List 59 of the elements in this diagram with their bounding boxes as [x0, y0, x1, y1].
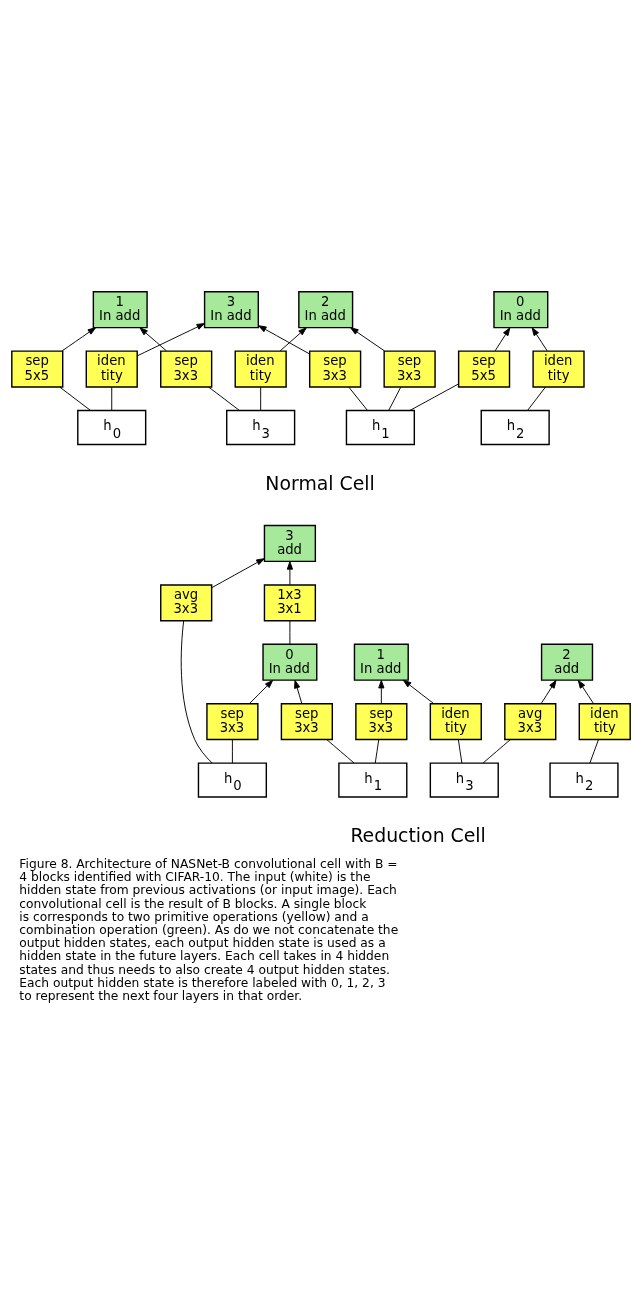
label: Normal Cell — [265, 472, 375, 494]
node-box: sep 3x3 — [355, 702, 408, 740]
node-box: sep 3x3 — [206, 702, 259, 740]
arrow — [136, 322, 206, 356]
node-box: avg 3x3 — [504, 702, 557, 740]
node-box: 2 In add — [298, 290, 354, 328]
connector — [348, 386, 368, 411]
node-box: 3 In add — [203, 290, 259, 328]
arrow — [211, 557, 265, 588]
arrow — [350, 326, 385, 351]
node-box: avg 3x3 — [160, 583, 213, 621]
node-box: sep 3x3 — [160, 349, 213, 388]
node-box: 0 In add — [493, 290, 549, 328]
connector — [111, 386, 113, 411]
node-box: iden tity — [429, 702, 482, 740]
arrow — [540, 679, 557, 704]
connector — [457, 738, 463, 764]
arrow — [249, 679, 274, 704]
arrow — [279, 326, 307, 351]
connector — [374, 738, 380, 764]
node-box: iden tity — [234, 349, 287, 388]
connector — [180, 619, 213, 763]
node-box: sep 5x5 — [11, 349, 64, 388]
node-box: iden tity — [85, 349, 138, 388]
node-box: 3 add — [263, 524, 317, 562]
arrow — [531, 326, 548, 351]
node-box: sep 3x3 — [280, 702, 333, 740]
node-box: 1 In add — [353, 643, 409, 681]
arrow — [577, 679, 594, 704]
arrow — [286, 560, 293, 585]
connector — [482, 738, 511, 764]
connector — [326, 738, 355, 764]
node-box: iden tity — [532, 349, 585, 388]
node-box: 0 In add — [262, 643, 318, 681]
node-box: 2 add — [540, 643, 594, 681]
arrow — [139, 326, 167, 351]
node-box: sep 3x3 — [383, 349, 436, 388]
node-box: iden tity — [578, 702, 631, 740]
node-box: sep 3x3 — [309, 349, 362, 388]
connector — [589, 738, 599, 764]
label: Reduction Cell — [350, 824, 486, 846]
connector — [59, 386, 92, 411]
connector — [260, 386, 262, 411]
node-box: 1 In add — [92, 290, 148, 328]
node-box: 1x3 3x1 — [263, 583, 317, 621]
connector — [527, 386, 546, 411]
arrow — [258, 324, 310, 354]
connector — [409, 383, 459, 411]
arrow — [294, 679, 303, 704]
caption: Figure 8. Architecture of NASNet-B convolutional cell with B = 4 blocks identified with CIFAR-10. The input (white) is the hidden state from previous activations (or input image). Each convolutional cell is the result of B blocks. A single block is corresponds to two primitive operations (yellow) and a combination operation (green). As do we not concatenate the output hidden states, each output hidden state is used as a hidden state in the future layers. Each cell takes in 4 hidden states and thus needs to also create 4 output hidden states. Each output hidden state is therefore labeled with 0, 1, 2, 3 to represent the next four layers in that order. — [19, 856, 399, 1003]
connector — [388, 386, 402, 411]
arrow — [494, 326, 511, 351]
arrow — [402, 679, 434, 704]
connector — [289, 620, 291, 644]
node-box: sep 5x5 — [457, 349, 511, 388]
connector — [208, 386, 240, 411]
arrow — [378, 679, 385, 704]
connector — [231, 738, 233, 764]
arrow — [61, 326, 97, 351]
